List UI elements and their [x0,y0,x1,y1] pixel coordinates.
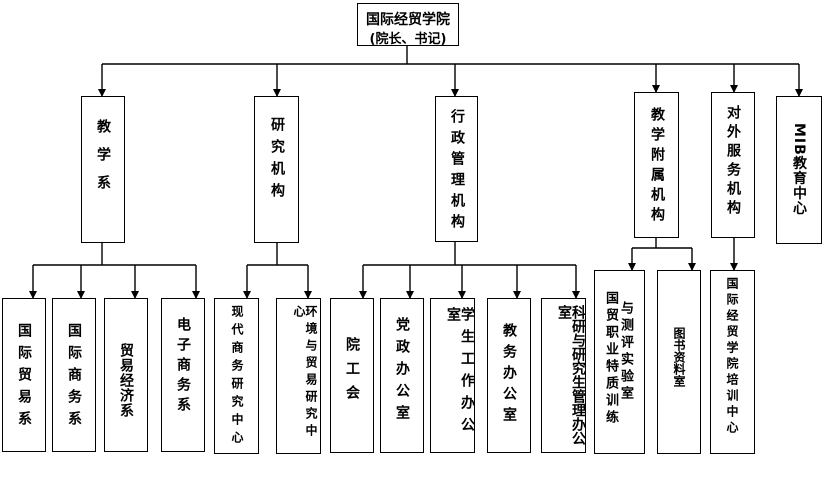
node-mib-label: MIB教育中心 [791,123,807,216]
research-child-2-label: 环境与贸易研究中心 [292,305,318,441]
node-mib: MIB教育中心 [776,96,822,244]
node-attached: 教学附属机构 [634,92,679,238]
admin-child-1-label: 院工会 [344,337,360,409]
admin-child-3-label: 学生工作办公室 [445,307,475,439]
node-teaching-label: 教学系 [95,119,111,203]
teaching-child-4: 电子商务系 [161,298,205,452]
teaching-child-2: 国际商务系 [52,298,96,452]
admin-child-5: 科研与研究生管理办公室 [541,298,586,453]
attached-child-reading-room-label: 图书资料室 [672,327,686,387]
attached-child-reading-room: 图书资料室 [657,270,701,454]
attached-child-lab: 与测评实验室 国贸职业特质训练 [594,270,645,454]
admin-child-5-label: 科研与研究生管理办公室 [556,305,586,445]
teaching-child-4-label: 电子商务系 [175,317,191,417]
node-research: 研究机构 [254,96,299,243]
attached-child-lab-col1: 与测评实验室 [618,301,633,403]
root-node: 国际经贸学院 (院长、书记) [357,3,459,47]
external-child-training-label: 国际经贸学院培训中心 [725,277,739,437]
admin-child-4-label: 教务办公室 [501,323,517,428]
research-child-1: 现代商务研究中心 [214,298,259,454]
root-title: 国际经贸学院 [366,12,450,28]
admin-child-4: 教务办公室 [487,298,531,453]
research-child-1-label: 现代商务研究中心 [230,305,244,449]
teaching-child-1-label: 国际贸易系 [16,323,32,433]
teaching-child-3: 贸易经济系 [104,298,148,452]
root-subtitle: (院长、书记) [369,32,447,47]
node-research-label: 研究机构 [269,117,285,205]
node-teaching: 教学系 [81,96,125,243]
teaching-child-3-label: 贸易经济系 [118,343,134,418]
node-external-label: 对外服务机构 [725,105,741,219]
attached-child-lab-col2: 国贸职业特质训练 [603,291,618,427]
external-child-training: 国际经贸学院培训中心 [710,270,755,454]
admin-child-3: 学生工作办公室 [430,298,475,453]
node-admin-label: 行政管理机构 [449,109,465,235]
admin-child-2: 党政办公室 [380,298,424,453]
research-child-2: 环境与贸易研究中心 [276,298,321,454]
node-external: 对外服务机构 [711,92,755,238]
teaching-child-1: 国际贸易系 [2,298,46,452]
node-attached-label: 教学附属机构 [649,107,665,227]
admin-child-2-label: 党政办公室 [394,317,410,427]
node-admin: 行政管理机构 [435,96,478,242]
admin-child-1: 院工会 [330,298,374,453]
teaching-child-2-label: 国际商务系 [66,323,82,433]
